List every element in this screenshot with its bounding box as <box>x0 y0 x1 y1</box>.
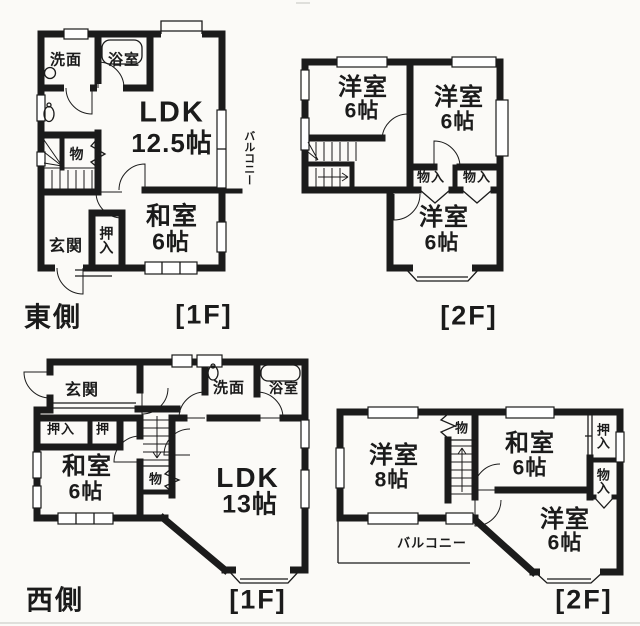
east-1f-balcony-label: バルコニー <box>242 130 255 186</box>
east-1f-windows <box>36 20 227 275</box>
east-2f-floor-caption: [2F] <box>440 300 498 331</box>
west-1f-oshi-label: 押 <box>95 421 111 437</box>
west-1f-washitsu-size-label: 6帖 <box>68 480 104 504</box>
east-2f-monoiri1-label: 物入 <box>416 169 446 185</box>
east-2f-yoshitsu2-label: 洋室 <box>434 84 484 111</box>
west-2f-balcony-rail <box>337 521 470 564</box>
east-2f-yoshitsu3-label: 洋室 <box>419 204 469 231</box>
east-1f-senmen-label: 洗面 <box>49 51 83 69</box>
east-side-caption: 東側 <box>24 302 82 333</box>
east-2f-yoshitsu2-size-label: 6帖 <box>440 110 476 134</box>
west-2f-yoshitsu8-size-label: 8帖 <box>374 468 410 492</box>
east-2f-yoshitsu1-size-label: 6帖 <box>344 99 380 123</box>
east-2f-windows <box>300 56 509 282</box>
west-2f-floor-caption: [2F] <box>555 584 613 615</box>
west-1f-genkan-label: 玄関 <box>64 382 100 399</box>
east-1f-yokushitsu-label: 浴室 <box>107 51 141 69</box>
west-2f-washitsu-label: 和室 <box>505 430 555 457</box>
west-2f-windows <box>335 406 625 584</box>
east-1f-doors <box>55 61 146 295</box>
west-2f-washitsu-size-label: 6帖 <box>512 456 548 480</box>
west-1f-stairs <box>143 416 172 461</box>
east-1f-genkan-label: 玄関 <box>48 238 84 255</box>
east-1f-washitsu-size-label: 6帖 <box>152 228 190 255</box>
west-1f-oshiire-label: 押入 <box>46 421 76 437</box>
east-1f-mono-label: 物 <box>69 146 85 162</box>
east-1f-fixtures <box>43 39 143 123</box>
scan-artifact-line <box>0 622 640 624</box>
west-2f-stairs <box>450 445 473 495</box>
west-2f-yoshitsu6-size-label: 6帖 <box>547 531 583 555</box>
east-1f-floor-caption: [1F] <box>175 299 233 330</box>
east-1f-ldk-label: LDK <box>139 96 205 129</box>
west-1f-washitsu-label: 和室 <box>62 453 112 480</box>
west-2f-doors <box>439 413 615 527</box>
east-2f-yoshitsu1-label: 洋室 <box>338 74 388 101</box>
west-1f-senmen-label: 洗面 <box>212 379 246 397</box>
west-2f-yoshitsu6-label: 洋室 <box>540 506 590 533</box>
west-1f-yokushitsu-label: 浴室 <box>269 380 299 396</box>
west-1f-floor-caption: [1F] <box>229 584 287 615</box>
west-2f-yoshitsu8-label: 洋室 <box>369 442 419 469</box>
east-1f-oshiire-label: 押入 <box>98 226 115 254</box>
east-1f-washitsu-label: 和室 <box>145 202 199 231</box>
scan-artifact-speck <box>296 2 310 4</box>
west-side-caption: 西側 <box>26 585 84 616</box>
east-2f-yoshitsu3-size-label: 6帖 <box>424 231 460 255</box>
west-1f-fixtures <box>207 363 301 382</box>
east-1f-ldk-size-label: 12.5帖 <box>131 128 213 158</box>
west-2f-monoiri-label: 物入 <box>594 468 610 494</box>
east-2f-monoiri2-label: 物入 <box>462 169 492 185</box>
west-1f-windows <box>32 354 310 584</box>
west-2f-balcony-label: バルコニー <box>397 535 467 551</box>
west-2f-oshiire-label: 押入 <box>594 423 610 449</box>
east-2f-stairs <box>307 141 357 187</box>
west-1f-mono-label: 物 <box>148 471 164 487</box>
east-1f-stairs <box>43 139 98 190</box>
west-1f-doors <box>23 371 284 493</box>
west-1f-ldk-size-label: 13帖 <box>222 490 278 519</box>
east-2f-doors <box>381 113 493 221</box>
west-1f-ldk-label: LDK <box>216 462 280 493</box>
west-2f-mono-label: 物 <box>454 420 470 436</box>
